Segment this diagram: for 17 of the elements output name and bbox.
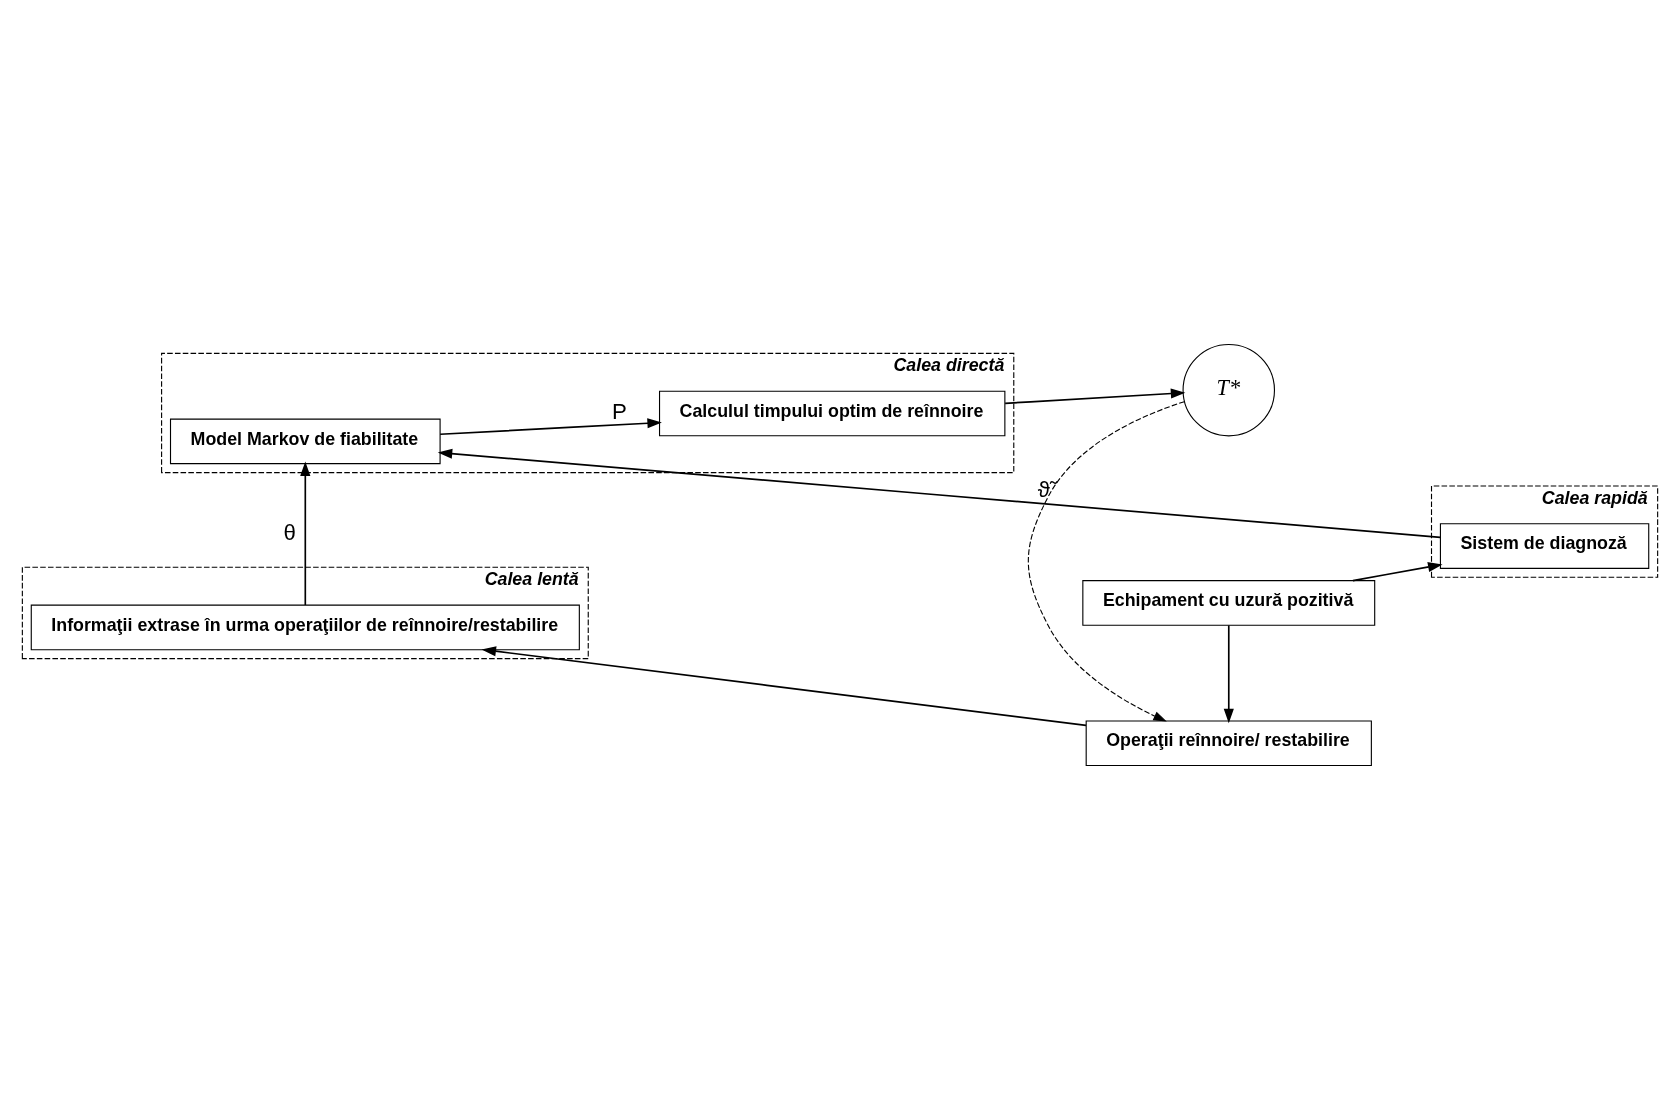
node-box: Informaţii extrase în urma operaţiilor de reînnoire/restabilire	[30, 604, 580, 650]
arrow	[300, 460, 311, 606]
node-box: Echipament cu uzură pozitivă	[1082, 579, 1376, 626]
arrow	[1004, 387, 1186, 404]
arrow	[437, 448, 1442, 538]
arrow	[1352, 561, 1443, 581]
edge-label: θ	[283, 519, 296, 545]
arrow	[481, 645, 1087, 726]
node-box: Sistem de diagnoză	[1439, 522, 1650, 569]
arrow	[1223, 624, 1234, 723]
node-box: Operaţii reînnoire/ restabilire	[1085, 719, 1372, 766]
arrow	[439, 417, 662, 435]
edge-label: P	[612, 398, 627, 424]
arrow	[1027, 400, 1185, 722]
node-box: Calculul timpului optim de reînnoire	[659, 390, 1006, 436]
node-circle: T*	[1182, 343, 1276, 436]
node-box: Model Markov de fiabilitate	[169, 418, 441, 464]
